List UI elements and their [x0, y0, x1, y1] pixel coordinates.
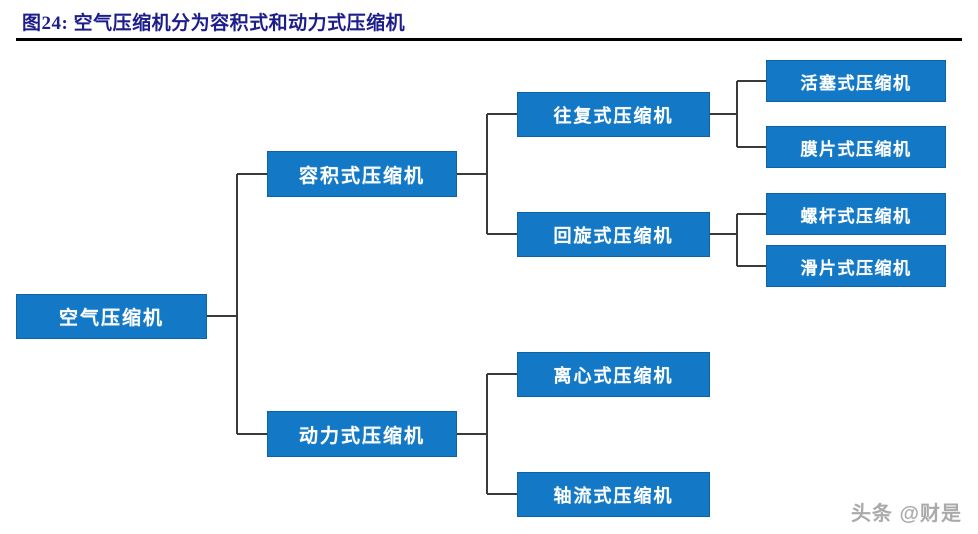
node-label: 滑片式压缩机	[800, 258, 912, 278]
page-title: 图24: 空气压缩机分为容积式和动力式压缩机	[22, 13, 406, 34]
node-positive-displacement-compressor[interactable]: 容积式压缩机	[267, 151, 457, 197]
title-divider	[16, 38, 962, 41]
node-diaphragm-compressor[interactable]: 膜片式压缩机	[766, 126, 946, 168]
node-label: 轴流式压缩机	[553, 485, 674, 506]
diagram-canvas: 空气压缩机 容积式压缩机 动力式压缩机 往复式压缩机 回旋式压缩机 离心式压缩机…	[0, 44, 978, 534]
figure-title-bar: 图24: 空气压缩机分为容积式和动力式压缩机	[0, 0, 978, 44]
node-axial-flow-compressor[interactable]: 轴流式压缩机	[517, 472, 710, 517]
connector-lines	[207, 80, 766, 495]
node-label: 活塞式压缩机	[800, 73, 912, 93]
node-label: 空气压缩机	[58, 308, 164, 329]
node-piston-compressor[interactable]: 活塞式压缩机	[766, 60, 946, 102]
node-label: 离心式压缩机	[553, 365, 674, 386]
node-label: 往复式压缩机	[553, 105, 674, 126]
node-sliding-vane-compressor[interactable]: 滑片式压缩机	[766, 245, 946, 287]
node-air-compressor[interactable]: 空气压缩机	[16, 294, 207, 339]
node-rotary-compressor[interactable]: 回旋式压缩机	[517, 212, 710, 257]
node-label: 动力式压缩机	[298, 425, 425, 447]
node-label: 螺杆式压缩机	[800, 206, 912, 226]
node-label: 容积式压缩机	[298, 165, 425, 187]
watermark: 头条 @财是	[850, 503, 962, 525]
node-label: 膜片式压缩机	[800, 139, 912, 159]
node-label: 回旋式压缩机	[553, 225, 674, 246]
node-reciprocating-compressor[interactable]: 往复式压缩机	[517, 92, 710, 137]
node-screw-compressor[interactable]: 螺杆式压缩机	[766, 193, 946, 235]
node-centrifugal-compressor[interactable]: 离心式压缩机	[517, 352, 710, 397]
node-dynamic-compressor[interactable]: 动力式压缩机	[267, 411, 457, 457]
